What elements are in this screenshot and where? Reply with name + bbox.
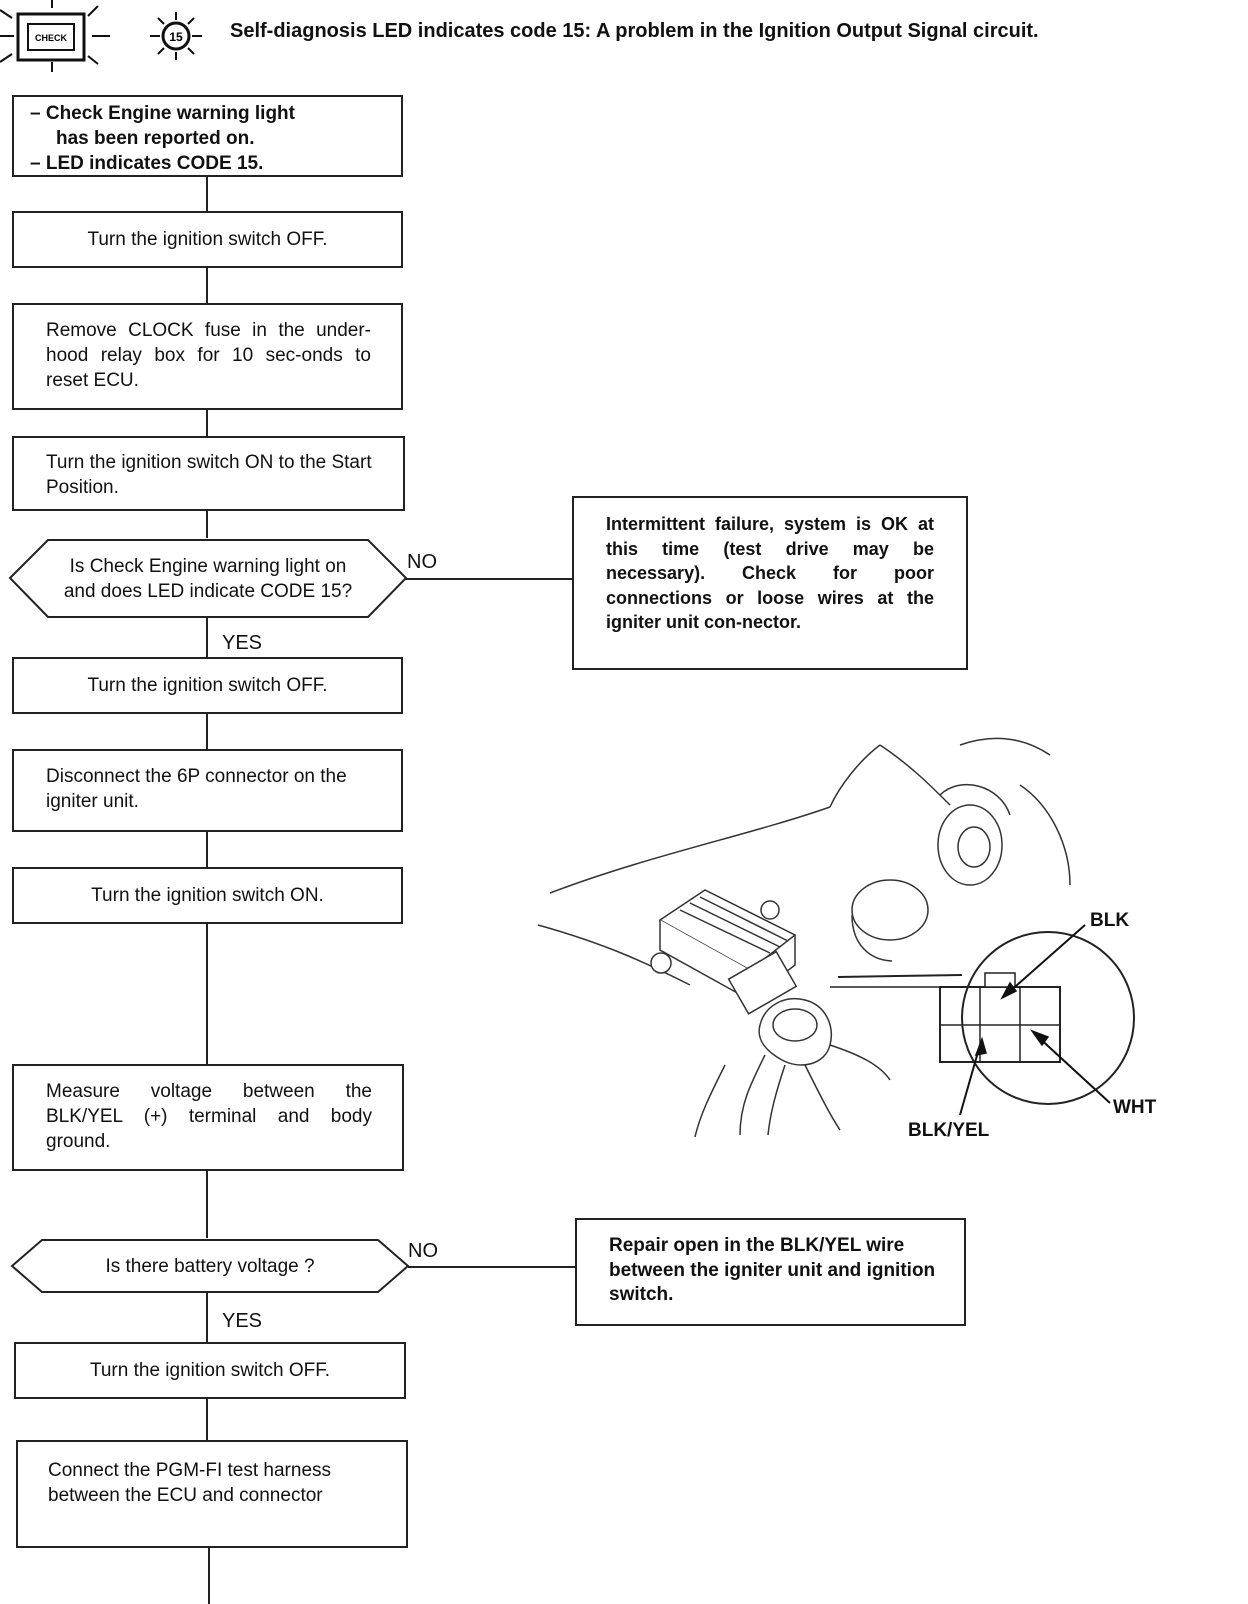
decision-check-engine-light: Is Check Engine warning light on and doe… <box>8 538 408 619</box>
connector-line <box>208 1547 210 1604</box>
label-blk: BLK <box>1090 910 1130 931</box>
step-turn-ignition-off-2: Turn the ignition switch OFF. <box>12 657 403 714</box>
decision-battery-voltage: Is there battery voltage ? <box>10 1238 410 1294</box>
step-text: Connect the PGM-FI test harness between … <box>48 1460 332 1506</box>
step-turn-ignition-off-3: Turn the ignition switch OFF. <box>14 1342 406 1399</box>
step-text: Measure voltage between the BLK/YEL (+) … <box>46 1081 372 1152</box>
connector-line <box>206 267 208 304</box>
start-line-1: – Check Engine warning light <box>30 103 295 124</box>
result-intermittent-failure: Intermittent failure, system is OK at th… <box>572 496 968 670</box>
connector-line <box>206 618 208 658</box>
step-text: Disconnect the 6P connector on the ignit… <box>46 766 347 812</box>
step-turn-ignition-off: Turn the ignition switch OFF. <box>12 211 403 268</box>
connector-line <box>206 713 208 750</box>
check-engine-icon: CHECK <box>0 0 110 72</box>
step-remove-clock-fuse: Remove CLOCK fuse in the under-hood rela… <box>12 303 403 410</box>
step-text: Turn the ignition switch ON to the Start… <box>46 452 372 498</box>
label-blkyel: BLK/YEL <box>908 1120 990 1141</box>
step-text: Turn the ignition switch OFF. <box>87 229 328 250</box>
decision1-yes-label: YES <box>222 632 263 654</box>
connector-line <box>206 1293 208 1343</box>
decision-line-2: and does LED indicate CODE 15? <box>63 580 353 602</box>
check-icon-text: CHECK <box>35 33 68 43</box>
connector-line <box>206 923 208 1065</box>
start-line-3: – LED indicates CODE 15. <box>30 153 264 174</box>
start-box: – Check Engine warning light has been re… <box>12 95 403 177</box>
result-text: Repair open in the BLK/YEL wire between … <box>609 1235 936 1305</box>
step-text: Turn the ignition switch OFF. <box>89 1360 331 1381</box>
igniter-connector-illustration <box>530 725 1180 1145</box>
led-icon: 15 <box>150 12 202 60</box>
led-icon-text: 15 <box>169 30 183 44</box>
connector-line <box>206 409 208 437</box>
step-text: Turn the ignition switch OFF. <box>87 675 328 696</box>
result-text: Intermittent failure, system is OK at th… <box>606 514 934 632</box>
step-text: Turn the ignition switch ON. <box>91 885 324 906</box>
connector-line <box>206 1398 208 1441</box>
decision1-no-label: NO <box>407 551 437 573</box>
step-disconnect-6p: Disconnect the 6P connector on the ignit… <box>12 749 403 832</box>
start-line-2: has been reported on. <box>56 128 255 149</box>
step-text: Remove CLOCK fuse in the under-hood rela… <box>46 320 371 391</box>
label-wht: WHT <box>1113 1097 1157 1118</box>
no-branch-line <box>408 1266 576 1268</box>
step-turn-ignition-on: Turn the ignition switch ON. <box>12 867 403 924</box>
connector-line <box>206 176 208 212</box>
connector-line <box>206 1170 208 1238</box>
decision2-no-label: NO <box>408 1240 438 1262</box>
decision-line-1: Is Check Engine warning light on <box>69 555 347 577</box>
connector-line <box>206 510 208 538</box>
page-title: Self-diagnosis LED indicates code 15: A … <box>230 20 1039 42</box>
step-connect-test-harness: Connect the PGM-FI test harness between … <box>16 1440 408 1548</box>
no-branch-line <box>405 578 573 580</box>
decision-text: Is there battery voltage ? <box>105 1255 315 1277</box>
step-measure-voltage: Measure voltage between the BLK/YEL (+) … <box>12 1064 404 1171</box>
result-repair-open: Repair open in the BLK/YEL wire between … <box>575 1218 966 1326</box>
connector-line <box>206 831 208 868</box>
decision2-yes-label: YES <box>222 1310 263 1332</box>
step-ignition-on-start: Turn the ignition switch ON to the Start… <box>12 436 405 511</box>
